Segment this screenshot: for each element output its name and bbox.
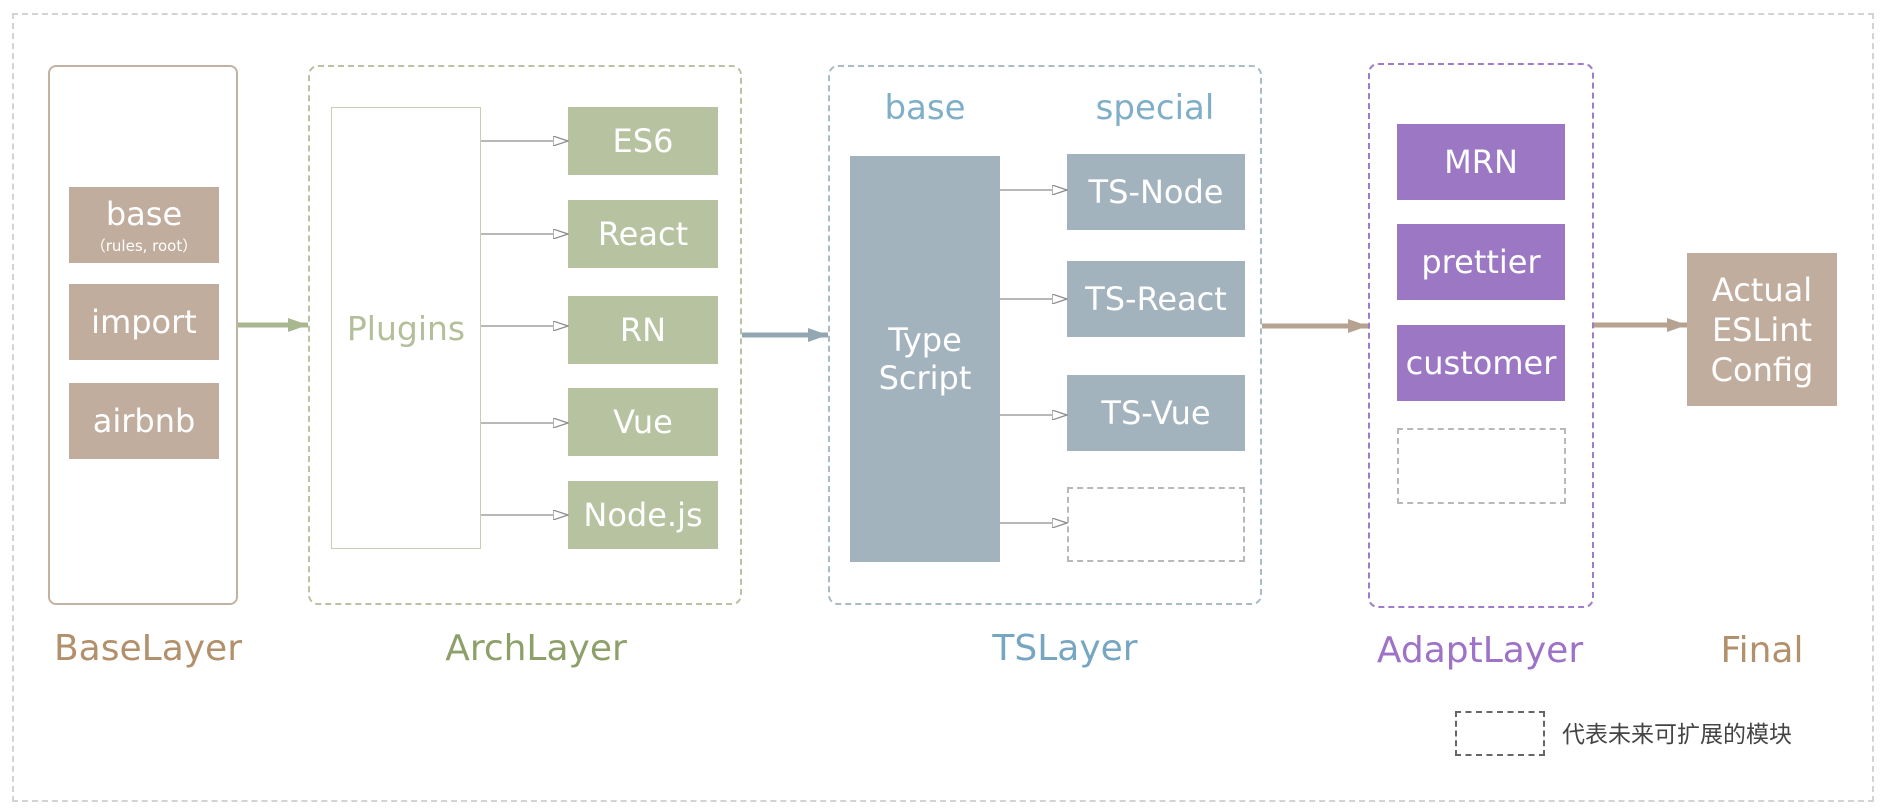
arch-layer-label: ArchLayer bbox=[445, 628, 627, 669]
ts-layer-container bbox=[828, 65, 1262, 605]
final-label: Final bbox=[1720, 630, 1804, 671]
ts-col-special: special bbox=[1095, 88, 1215, 128]
base-item-base-label: base bbox=[105, 194, 183, 233]
base-item-base: base （rules, root） bbox=[69, 187, 219, 263]
final-line2: ESLint bbox=[1711, 310, 1813, 349]
arch-item-nodejs: Node.js bbox=[568, 481, 718, 549]
legend-swatch bbox=[1455, 711, 1545, 756]
base-layer-container bbox=[48, 65, 238, 605]
typescript-box: Type Script bbox=[850, 156, 1000, 562]
adapt-future-slot bbox=[1397, 428, 1566, 504]
ts-future-slot bbox=[1067, 487, 1245, 562]
outer-frame bbox=[12, 13, 1874, 802]
arch-item-react: React bbox=[568, 200, 718, 268]
final-line1: Actual bbox=[1711, 270, 1813, 309]
adapt-item-prettier: prettier bbox=[1397, 224, 1565, 300]
legend-text: 代表未来可扩展的模块 bbox=[1562, 722, 1792, 748]
arch-item-vue: Vue bbox=[568, 388, 718, 456]
arch-item-rn: RN bbox=[568, 296, 718, 364]
adapt-layer-container bbox=[1368, 63, 1594, 608]
final-line3: Config bbox=[1710, 350, 1814, 389]
ts-layer-label: TSLayer bbox=[992, 628, 1138, 669]
typescript-line1: Type bbox=[888, 320, 962, 359]
ts-item-node: TS-Node bbox=[1067, 154, 1245, 230]
arch-layer-container bbox=[308, 65, 742, 605]
adapt-item-customer: customer bbox=[1397, 325, 1565, 401]
adapt-layer-label: AdaptLayer bbox=[1376, 630, 1584, 671]
base-item-import: import bbox=[69, 284, 219, 360]
adapt-item-mrn: MRN bbox=[1397, 124, 1565, 200]
arch-item-es6: ES6 bbox=[568, 107, 718, 175]
base-layer-label: BaseLayer bbox=[53, 628, 243, 669]
ts-item-react: TS-React bbox=[1067, 261, 1245, 337]
ts-item-vue: TS-Vue bbox=[1067, 375, 1245, 451]
base-item-airbnb: airbnb bbox=[69, 383, 219, 459]
plugins-box: Plugins bbox=[331, 107, 481, 549]
typescript-line2: Script bbox=[878, 359, 972, 397]
ts-col-base: base bbox=[884, 88, 966, 128]
final-box: Actual ESLint Config bbox=[1687, 253, 1837, 406]
base-item-base-sub: （rules, root） bbox=[90, 237, 198, 256]
